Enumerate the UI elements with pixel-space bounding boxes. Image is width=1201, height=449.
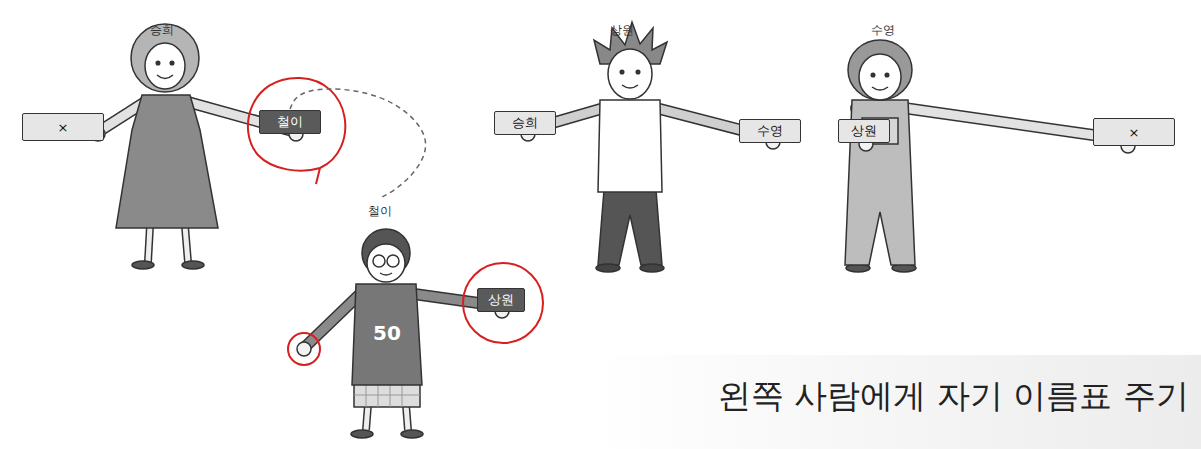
- leg: [406, 405, 408, 430]
- shoe: [596, 264, 620, 272]
- eye: [885, 73, 889, 77]
- mouth: [622, 85, 638, 88]
- hair: [848, 40, 912, 100]
- name-card: ×: [22, 113, 104, 141]
- glasses: [387, 255, 399, 267]
- name-card: 수영: [739, 119, 801, 143]
- sweater: [352, 284, 422, 385]
- person-name: 승희: [145, 20, 179, 41]
- eye: [620, 70, 624, 74]
- name-card: 상원: [838, 119, 890, 143]
- name-card: 승희: [494, 111, 556, 135]
- caption-band: [590, 355, 1201, 449]
- red-circle: [463, 263, 543, 343]
- name-text: 승희: [150, 22, 174, 39]
- eye: [871, 73, 875, 77]
- name-text: 철이: [277, 113, 303, 131]
- name-text: 상원: [851, 122, 877, 140]
- shoe: [182, 261, 204, 269]
- arm: [306, 294, 360, 346]
- girl-figure: [91, 24, 303, 269]
- name-text: 철이: [368, 203, 392, 220]
- eye: [156, 61, 160, 65]
- name-card: 철이: [259, 110, 321, 134]
- eye: [636, 70, 640, 74]
- caption: 왼쪽 사람에게 자기 이름표 주기: [718, 374, 1189, 419]
- face: [608, 49, 652, 99]
- leg: [406, 405, 408, 430]
- leg: [366, 405, 368, 430]
- hand: [297, 342, 311, 356]
- face: [145, 43, 185, 89]
- name-card: ×: [1093, 118, 1175, 146]
- person-name: 상원: [605, 20, 639, 41]
- name-text: 상원: [610, 22, 634, 39]
- leg: [185, 226, 188, 262]
- shirt: [598, 100, 662, 192]
- red-circle: [288, 333, 320, 365]
- mouth: [380, 273, 392, 275]
- shoe: [640, 264, 664, 272]
- person-name: 수영: [866, 20, 900, 41]
- name-text: ×: [1129, 125, 1140, 140]
- name-text: 승희: [512, 114, 538, 132]
- shorts-check: [354, 383, 420, 407]
- name-text: 상원: [488, 291, 514, 309]
- shirt-number: 50: [373, 321, 401, 345]
- leg: [148, 226, 150, 262]
- face: [859, 54, 901, 100]
- glasses: [373, 255, 385, 267]
- boy-figure: [521, 22, 780, 272]
- name-text: ×: [58, 120, 69, 135]
- dress: [116, 95, 218, 228]
- person-name: 철이: [363, 201, 397, 222]
- leg: [185, 226, 188, 262]
- dashed-connector: [290, 89, 426, 198]
- girl-figure: [845, 40, 1135, 272]
- name-text: 수영: [871, 22, 895, 39]
- trousers: [598, 190, 662, 265]
- face: [367, 244, 405, 282]
- mouth: [157, 75, 173, 79]
- eye: [170, 61, 174, 65]
- mouth: [872, 87, 888, 90]
- name-text: 수영: [757, 122, 783, 140]
- leg: [148, 226, 150, 262]
- shoe: [132, 261, 154, 269]
- shoe: [401, 430, 423, 438]
- leg: [366, 405, 368, 430]
- shorts: [354, 383, 420, 407]
- shoe: [351, 430, 373, 438]
- arm: [306, 294, 360, 346]
- name-card: 상원: [477, 288, 525, 312]
- red-circle: [248, 78, 345, 184]
